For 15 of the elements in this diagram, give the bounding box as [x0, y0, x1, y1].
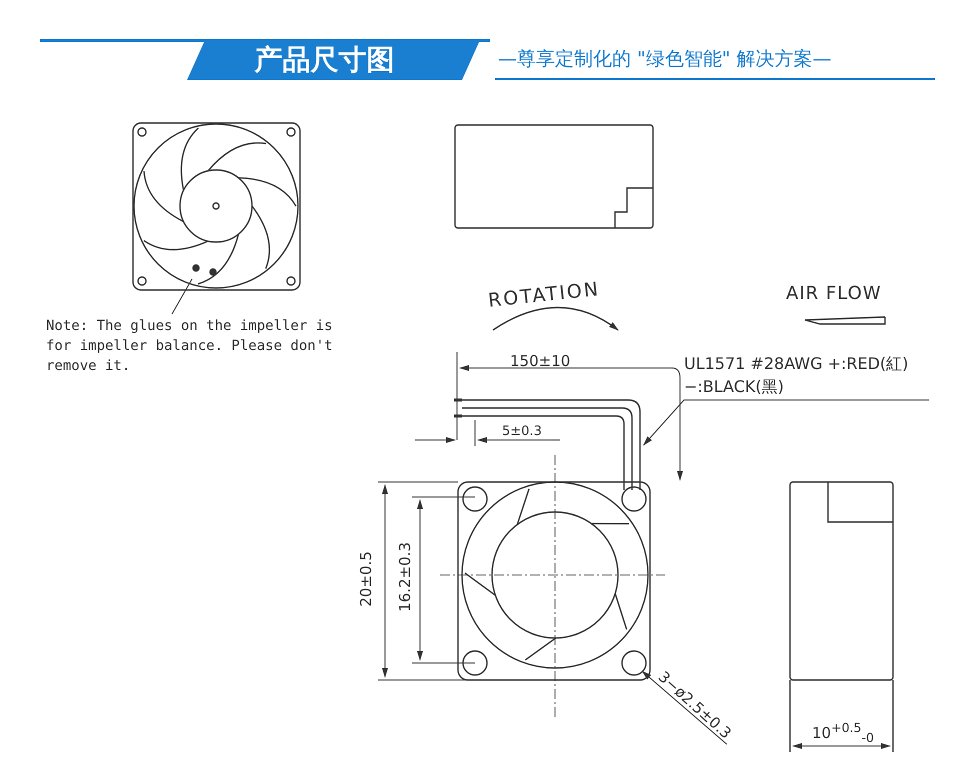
leader-line	[643, 400, 930, 446]
slogan: —尊享定制化的 "绿色智能" 解决方案—	[498, 47, 832, 72]
dimension-text: 5±0.3	[502, 424, 542, 439]
dimension-text: 20±0.5	[356, 551, 375, 607]
title: 产品尺寸图	[253, 42, 396, 78]
note-text: Note: The glues on the impeller is for impeller balance. Please don't remove it.	[46, 316, 346, 376]
leader-line	[642, 670, 728, 745]
dimension-text: 150±10	[510, 352, 570, 370]
leader-line	[172, 278, 192, 314]
cable-drawing	[452, 398, 641, 490]
dimension-text: 16.2±0.3	[396, 542, 414, 612]
rotation-label: ROTATION	[487, 278, 602, 312]
mounting-hole	[621, 650, 647, 676]
wire-spec-text: UL1571 #28AWG +:RED(紅)−:BLACK(黑)	[684, 352, 929, 398]
airflow-label: AIR FLOW	[786, 283, 882, 304]
